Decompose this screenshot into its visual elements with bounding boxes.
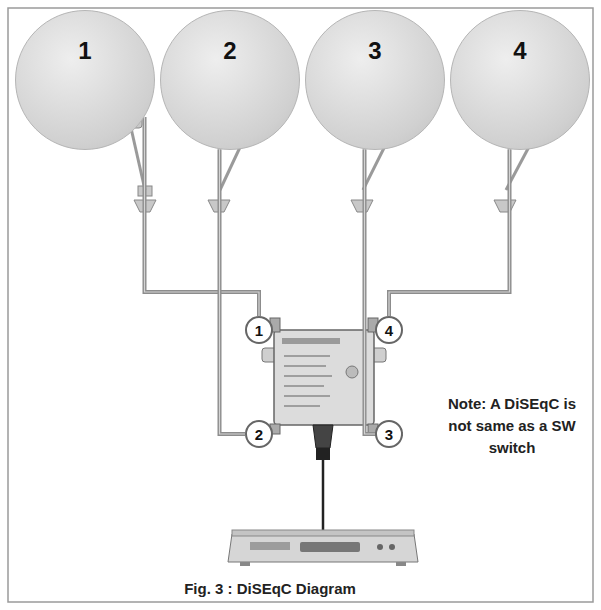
receiver [228, 530, 418, 566]
dish-number: 2 [223, 37, 236, 65]
receiver-cable [322, 460, 325, 530]
dish-number: 1 [78, 37, 91, 65]
figure-frame [8, 8, 593, 602]
note-text: Note: A DiSEqC is not same as a SW switc… [436, 393, 588, 458]
diseqc-switch [262, 318, 386, 460]
satellite-dish: 2 [160, 10, 300, 150]
port-number: 1 [255, 323, 263, 338]
port-number: 2 [255, 427, 263, 442]
satellite-dish: 3 [305, 10, 445, 150]
input-port: 3 [375, 420, 403, 448]
satellite-dish: 4 [450, 10, 590, 150]
dish-number: 4 [513, 37, 526, 65]
port-number: 3 [385, 427, 393, 442]
satellite-dish: 1 [15, 10, 155, 150]
input-port: 2 [245, 420, 273, 448]
input-port: 4 [375, 316, 403, 344]
coax-cable [220, 149, 246, 434]
port-number: 4 [385, 323, 393, 338]
dish-number: 3 [368, 37, 381, 65]
input-port: 1 [245, 316, 273, 344]
coax-cable [389, 149, 510, 316]
figure-caption: Fig. 3 : DiSEqC Diagram [60, 578, 480, 600]
